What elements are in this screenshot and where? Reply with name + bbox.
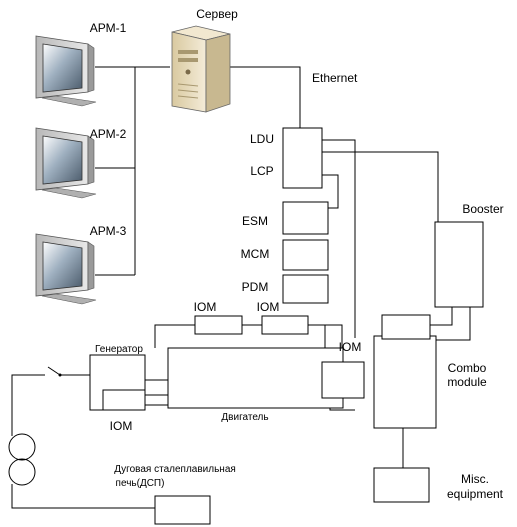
server-label: Сервер <box>196 7 238 21</box>
generator-label: Генератор <box>95 344 143 355</box>
iom-mid-module <box>261 315 309 335</box>
iom-left-module <box>194 315 243 335</box>
esm-label: ESM <box>242 214 268 228</box>
pdm-label: PDM <box>242 280 269 294</box>
booster-label: Booster <box>462 202 503 216</box>
misc-label-line2: equipment <box>447 487 504 501</box>
misc-equipment-box <box>373 467 430 503</box>
pdm-module <box>282 274 329 304</box>
furnace-box <box>154 495 211 525</box>
misc-label-line1: Misc. <box>461 472 489 486</box>
motor-box <box>167 347 344 409</box>
monitor-icon <box>35 35 97 107</box>
mcm-label: MCM <box>241 247 270 261</box>
iom-bottom-module <box>102 389 146 411</box>
transformer-icon <box>8 433 36 486</box>
lcp-label: LCP <box>250 164 273 178</box>
iom-right-module <box>321 361 365 399</box>
server-tower-icon <box>171 25 231 113</box>
arm3-label: АРМ-3 <box>90 224 127 238</box>
motor-label: Двигатель <box>221 412 268 423</box>
switch-icon <box>47 366 62 377</box>
monitor-icon <box>35 127 97 199</box>
arm2-label: АРМ-2 <box>90 127 127 141</box>
monitor-icon <box>35 233 97 305</box>
combo-module <box>373 335 437 429</box>
esm-module <box>282 201 329 235</box>
booster-module <box>434 221 484 308</box>
ldu-label: LDU <box>250 132 274 146</box>
combo-label-line1: Combo <box>448 361 487 375</box>
furnace-label-line1: Дуговая сталеплавильная <box>114 464 236 475</box>
ethernet-label: Ethernet <box>312 71 358 85</box>
ldu-lcp-module <box>282 127 323 189</box>
iom-left-label: IOM <box>194 300 217 314</box>
combo-label-line2: module <box>447 375 487 389</box>
iom-mid-label: IOM <box>257 300 280 314</box>
iom-bottom-label: IOM <box>110 419 133 433</box>
furnace-label-line2: печь(ДСП) <box>116 478 165 489</box>
iom-right-label: IOM <box>339 340 362 354</box>
combo-inner-module <box>381 314 431 340</box>
arm1-label: АРМ-1 <box>90 21 127 35</box>
mcm-module <box>282 239 329 271</box>
